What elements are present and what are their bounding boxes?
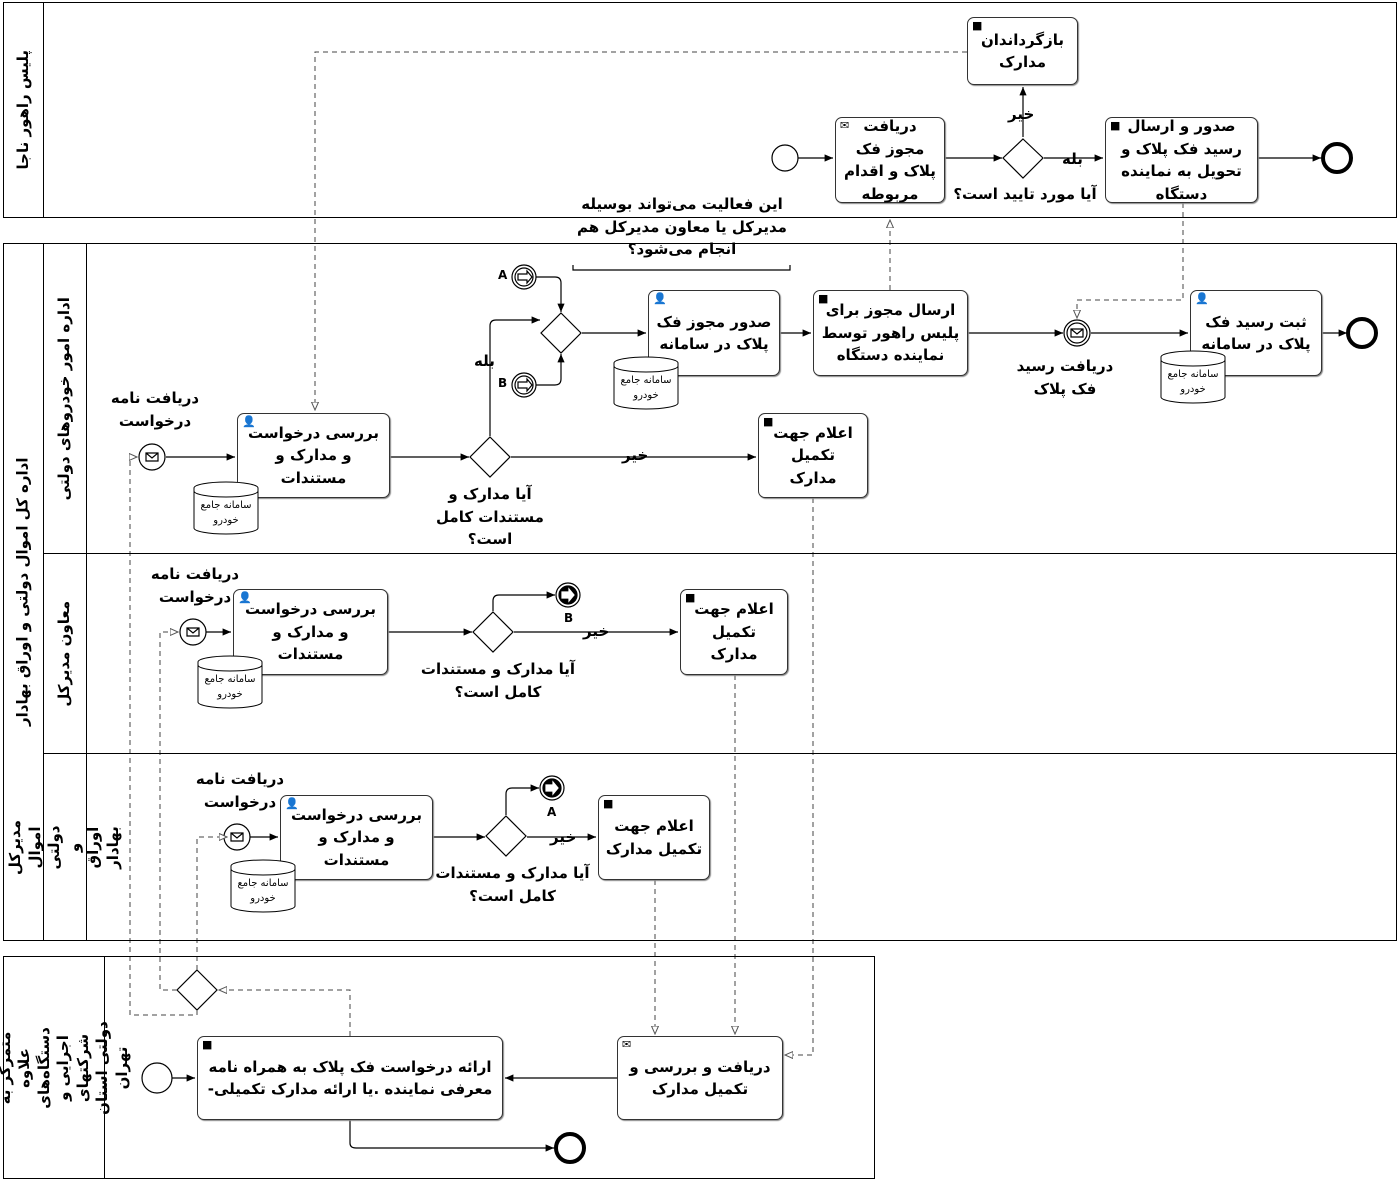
gateway-label: آیا مدارک و مستندات کامل است؟ — [436, 485, 544, 548]
flow-label-no: خیر — [583, 622, 610, 640]
flow-label-no: خیر — [622, 446, 649, 464]
flow-label-yes: بله — [474, 352, 495, 370]
datastore-label-wrap: سامانه جامع خودرو — [1167, 369, 1219, 395]
datastore-label-wrap: سامانه جامع خودرو — [237, 878, 289, 904]
datastore-icon — [197, 655, 263, 709]
datastore-icon — [613, 356, 679, 410]
message-send-icon: ■ — [1110, 119, 1121, 132]
pool-police-label: پلیس راهور ناجا — [13, 50, 32, 170]
task-notify-completion[interactable]: ■اعلام جهت تکمیل مدارک — [680, 589, 788, 675]
task-submit-request[interactable]: ■ارائه درخواست فک پلاک به همراه نامه معر… — [197, 1036, 503, 1120]
message-send-icon: ■ — [603, 797, 614, 810]
task-review-request[interactable]: 👤بررسی درخواست و مدارک و مستندات — [280, 795, 433, 880]
user-icon: 👤 — [238, 591, 252, 604]
gateway-label: آیا مدارک و مستندات کامل است؟ — [435, 864, 590, 905]
user-icon: 👤 — [1195, 292, 1209, 305]
datastore-icon — [1160, 350, 1226, 404]
message-receive-icon: ✉ — [622, 1038, 632, 1051]
task-receive-complete-docs[interactable]: ✉دریافت و بررسی و تکمیل مدارک — [617, 1036, 783, 1120]
datastore-label-wrap: سامانه جامع خودرو — [204, 674, 256, 700]
pool-police-header — [3, 2, 44, 218]
link-label-b: B — [498, 376, 508, 390]
start-event-label: دریافت نامه درخواست — [150, 565, 240, 606]
datastore-label-wrap: سامانه جامع خودرو — [200, 500, 252, 526]
pool-agencies-label: دستگاه‌های متمرکز به علاوه دستگاه‌های اج… — [0, 1020, 131, 1115]
gateway-label: آیا مدارک و مستندات کامل است؟ — [420, 660, 576, 701]
message-send-icon: ■ — [202, 1038, 213, 1051]
user-icon: 👤 — [653, 292, 667, 305]
annotation-text: این فعالیت می‌تواند بوسیله مدیرکل یا معا… — [577, 195, 787, 258]
message-send-icon: ■ — [763, 415, 774, 428]
start-event-label: دریافت نامه درخواست — [110, 389, 200, 430]
task-notify-completion[interactable]: ■اعلام جهت تکمیل مدارک — [598, 795, 710, 880]
task-return-documents[interactable]: ■بازگرداندان مدارک — [967, 17, 1078, 85]
flow-label-yes: بله — [1062, 150, 1083, 168]
link-label-a: A — [498, 268, 508, 282]
message-send-icon: ■ — [818, 292, 829, 305]
task-review-request[interactable]: 👤بررسی درخواست و مدارک و مستندات — [237, 413, 390, 498]
lane-deputy-label: معاون مدیرکل — [55, 600, 74, 707]
task-receive-permit[interactable]: ✉دریافت مجوز فک پلاک و اقدام مربوطه — [835, 117, 945, 203]
link-label-a: A — [547, 805, 557, 819]
lane-header-column — [43, 243, 87, 941]
start-event-label: دریافت نامه درخواست — [195, 770, 285, 811]
lane-vehicles-label: اداره امور خودروهای دولتی — [55, 296, 74, 501]
message-send-icon: ■ — [972, 19, 983, 32]
datastore-label-wrap: سامانه جامع خودرو — [620, 375, 672, 401]
gateway-label: آیا مورد تایید است؟ — [953, 185, 1097, 203]
link-label-b: B — [564, 611, 574, 625]
message-receive-icon: ✉ — [840, 119, 850, 132]
task-send-permit[interactable]: ■ارسال مجوز برای پلیس راهور توسط نماینده… — [813, 290, 968, 376]
datastore-icon — [230, 859, 296, 913]
user-icon: 👤 — [242, 415, 256, 428]
task-issue-receipt[interactable]: ■صدور و ارسال رسید فک پلاک و تحویل به نم… — [1105, 117, 1258, 203]
flow-label-no: خیر — [1008, 105, 1035, 123]
user-icon: 👤 — [285, 797, 299, 810]
flow-label-no: خیر — [550, 828, 577, 846]
task-notify-completion[interactable]: ■اعلام جهت تکمیل مدارک — [758, 413, 868, 498]
lane-director-label: مدیرکل اموال دولتی و اوراق بهادار — [6, 819, 123, 875]
datastore-icon — [193, 481, 259, 535]
receive-receipt-label: دریافت رسید فک پلاک — [1016, 357, 1114, 398]
pool-agencies-header — [3, 956, 105, 1179]
message-send-icon: ■ — [685, 591, 696, 604]
